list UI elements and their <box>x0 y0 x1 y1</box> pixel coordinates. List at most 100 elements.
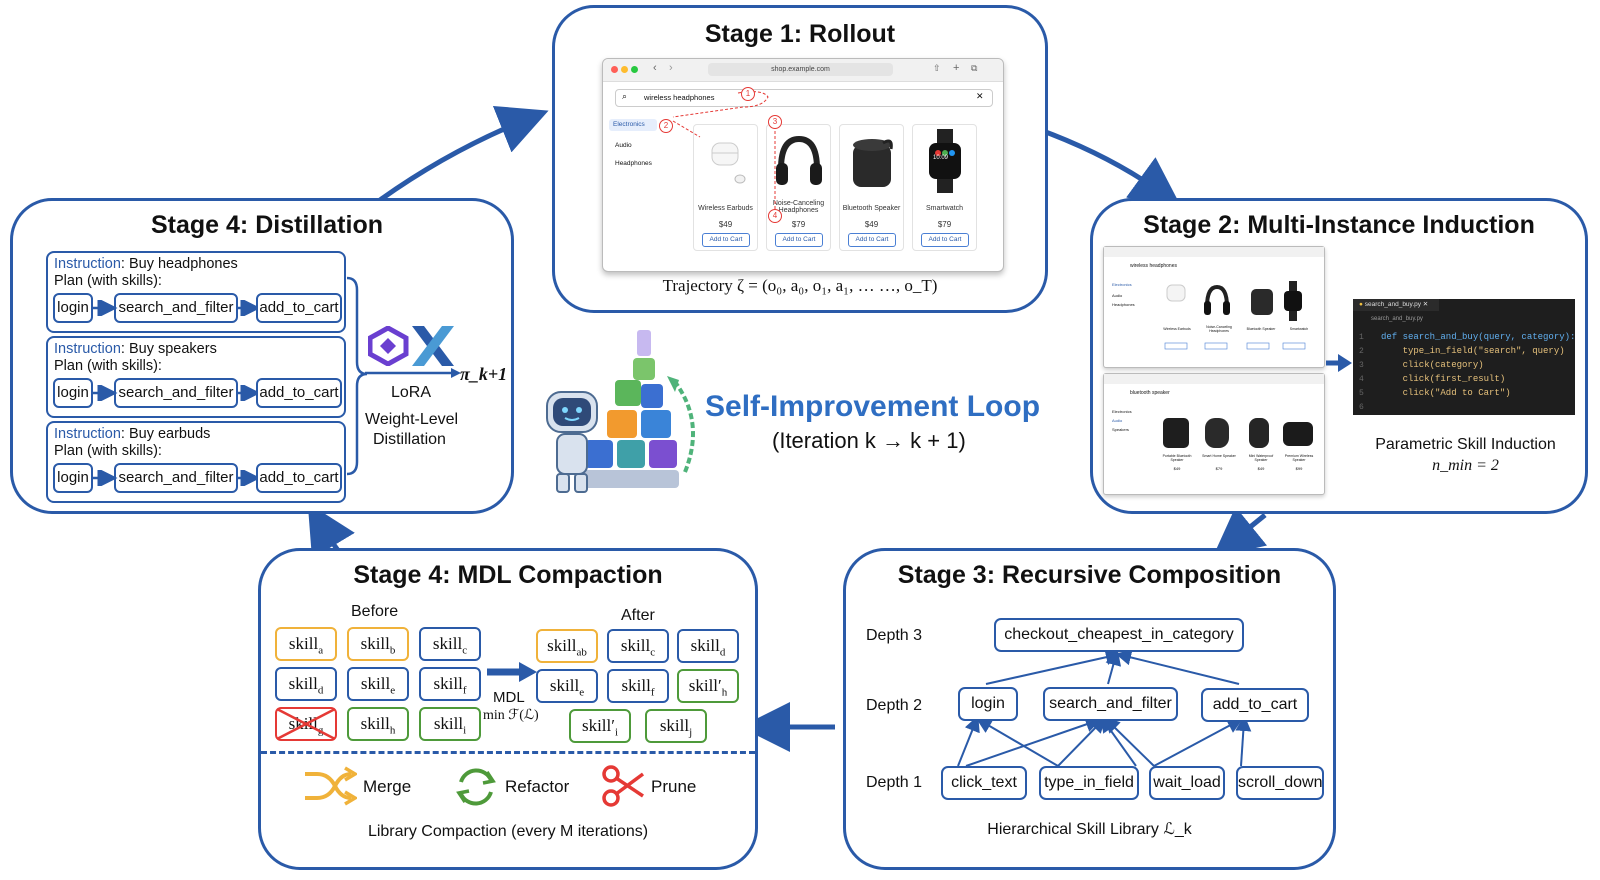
shot1-cat-0: Electronics <box>1112 282 1132 287</box>
plan-2-step-search[interactable]: search_and_filter <box>114 378 238 408</box>
shot2-query: bluetooth speaker <box>1130 390 1170 396</box>
add-to-cart-button-2[interactable]: Add to Cart <box>848 233 896 247</box>
lora-label: LoRA <box>391 384 432 401</box>
plan-1-step-login[interactable]: login <box>53 293 93 323</box>
skill-after-i-prime[interactable]: skill′i <box>569 709 631 743</box>
skill-after-c[interactable]: skillc <box>607 629 669 663</box>
arrow-stage1-to-stage2 <box>1034 125 1182 207</box>
product-card-1[interactable]: Noise-Canceling Headphones $79 Add to Ca… <box>766 124 831 251</box>
tabs-icon[interactable]: ⧉ <box>971 63 978 73</box>
smartwatch-image <box>929 129 961 193</box>
clear-icon[interactable]: ✕ <box>976 91 984 101</box>
plan-label-2: Plan (with skills): <box>54 358 162 374</box>
product-card-2[interactable]: Bluetooth Speaker $49 Add to Cart <box>839 124 904 251</box>
shot2-price-0: $49 <box>1173 466 1181 471</box>
skill-before-i[interactable]: skilli <box>419 707 481 741</box>
plan-2-step-login[interactable]: login <box>53 378 93 408</box>
skill-after-e[interactable]: skille <box>536 669 598 703</box>
skill-before-b[interactable]: skillb <box>347 627 409 661</box>
browser-toolbar: ‹ › shop.example.com ⇧ + ⧉ <box>603 59 1003 82</box>
tab-close-icon[interactable]: ✕ <box>1421 301 1429 308</box>
arrow-stage4-to-stage1 <box>378 105 549 203</box>
plan-2-step-cart[interactable]: add_to_cart <box>256 378 342 408</box>
lora-arrow <box>365 368 461 378</box>
add-to-cart-button-1[interactable]: Add to Cart <box>775 233 823 247</box>
skill-after-j[interactable]: skillj <box>645 709 707 743</box>
shot1-product-3: Smartwatch <box>1289 327 1309 331</box>
category-headphones[interactable]: Headphones <box>615 160 652 167</box>
nmin-label: n_min = 2 <box>1432 457 1499 474</box>
skill-after-d[interactable]: skilld <box>677 629 739 663</box>
depth-label-1: Depth 1 <box>866 774 923 791</box>
refactor-icon <box>456 768 496 806</box>
minimize-dot-icon[interactable] <box>621 66 628 73</box>
skill-after-h-prime[interactable]: skill′h <box>677 669 739 703</box>
induction-screenshot-1: wireless headphones Electronics Audio He… <box>1103 246 1325 368</box>
shot2-product-0: Portable Bluetooth Speaker <box>1162 454 1192 462</box>
product-price-1: $79 <box>791 220 806 229</box>
add-to-cart-button-0[interactable]: Add to Cart <box>702 233 750 247</box>
skill-before-h[interactable]: skillh <box>347 707 409 741</box>
model-logo-icon <box>368 326 409 366</box>
skill-after-f[interactable]: skillf <box>607 669 669 703</box>
center-title: Self-Improvement Loop <box>705 390 1041 423</box>
distill-caption-2: Distillation <box>373 431 446 448</box>
plan-3-step-login[interactable]: login <box>53 463 93 493</box>
skill-node-checkout[interactable]: checkout_cheapest_in_category <box>994 618 1244 652</box>
skill-before-f[interactable]: skillf <box>419 667 481 701</box>
step-marker-3: 3 <box>768 115 782 129</box>
product-card-3[interactable]: 10:09 Smartwatch $79 Add to Cart <box>912 124 977 251</box>
plan-3-arrows <box>93 470 258 486</box>
skill-node-type-in-field[interactable]: type_in_field <box>1039 766 1139 800</box>
editor-tab[interactable]: ● search_and_buy.py ✕ <box>1353 299 1439 311</box>
skill-node-click-text[interactable]: click_text <box>941 766 1027 800</box>
new-tab-icon[interactable]: + <box>953 62 960 74</box>
skill-before-d[interactable]: skilld <box>275 667 337 701</box>
distill-caption-1: Weight-Level <box>365 411 459 428</box>
scissors-icon <box>602 765 645 807</box>
shot2-price-3: $99 <box>1295 466 1303 471</box>
stage2-title: Stage 2: Multi-Instance Induction <box>1143 211 1535 239</box>
x-logo-icon <box>412 326 454 366</box>
product-name-0: Wireless Earbuds <box>698 205 753 212</box>
mdl-panel: Stage 4: MDL Compaction Before After ski… <box>258 548 758 870</box>
skill-node-search-and-filter[interactable]: search_and_filter <box>1043 687 1178 721</box>
distill-title: Stage 4: Distillation <box>151 211 383 239</box>
skill-before-e[interactable]: skille <box>347 667 409 701</box>
robot-illustration <box>546 330 695 493</box>
plan-1-step-cart[interactable]: add_to_cart <box>256 293 342 323</box>
stage1-title: Stage 1: Rollout <box>704 20 896 48</box>
product-card-0[interactable]: Wireless Earbuds $49 Add to Cart <box>693 124 758 251</box>
shot2-toolbar <box>1104 374 1324 384</box>
maximize-dot-icon[interactable] <box>631 66 638 73</box>
stage3-panel: Stage 3: Recursive Composition Depth 3 D… <box>843 548 1336 870</box>
mdl-caption: Library Compaction (every M iterations) <box>367 823 649 840</box>
mdl-arrow-label: MDL <box>493 689 525 706</box>
category-electronics[interactable]: Electronics <box>609 119 657 131</box>
skill-before-g-pruned[interactable]: skillg <box>275 707 337 741</box>
skill-node-scroll-down[interactable]: scroll_down <box>1236 766 1324 800</box>
skill-before-c[interactable]: skillc <box>419 627 481 661</box>
arrow-stage2-to-stage3 <box>1212 506 1268 558</box>
plan-1-arrows <box>93 300 258 316</box>
search-bar[interactable]: ⌕ wireless headphones ✕ <box>615 89 993 107</box>
category-audio[interactable]: Audio <box>615 142 632 149</box>
plan-3-step-cart[interactable]: add_to_cart <box>256 463 342 493</box>
legend-merge: Merge <box>363 777 412 796</box>
plan-1-step-search[interactable]: search_and_filter <box>114 293 238 323</box>
skill-after-ab[interactable]: skillab <box>536 629 598 663</box>
back-icon[interactable]: ‹ <box>653 62 657 74</box>
close-dot-icon[interactable] <box>611 66 618 73</box>
skill-node-add-to-cart[interactable]: add_to_cart <box>1201 688 1309 722</box>
skill-node-login[interactable]: login <box>958 687 1018 721</box>
watch-time: 10:09 <box>933 155 949 161</box>
skill-node-wait-load[interactable]: wait_load <box>1149 766 1225 800</box>
skill-before-a[interactable]: skilla <box>275 627 337 661</box>
forward-icon[interactable]: › <box>669 62 673 74</box>
induction-screenshot-2: bluetooth speaker Electronics Audio Spea… <box>1103 373 1325 495</box>
instruction-block-2: Instruction: Buy speakers Plan (with ski… <box>46 336 346 418</box>
add-to-cart-button-3[interactable]: Add to Cart <box>921 233 969 247</box>
share-icon[interactable]: ⇧ <box>933 63 941 73</box>
address-bar[interactable]: shop.example.com <box>708 63 893 76</box>
